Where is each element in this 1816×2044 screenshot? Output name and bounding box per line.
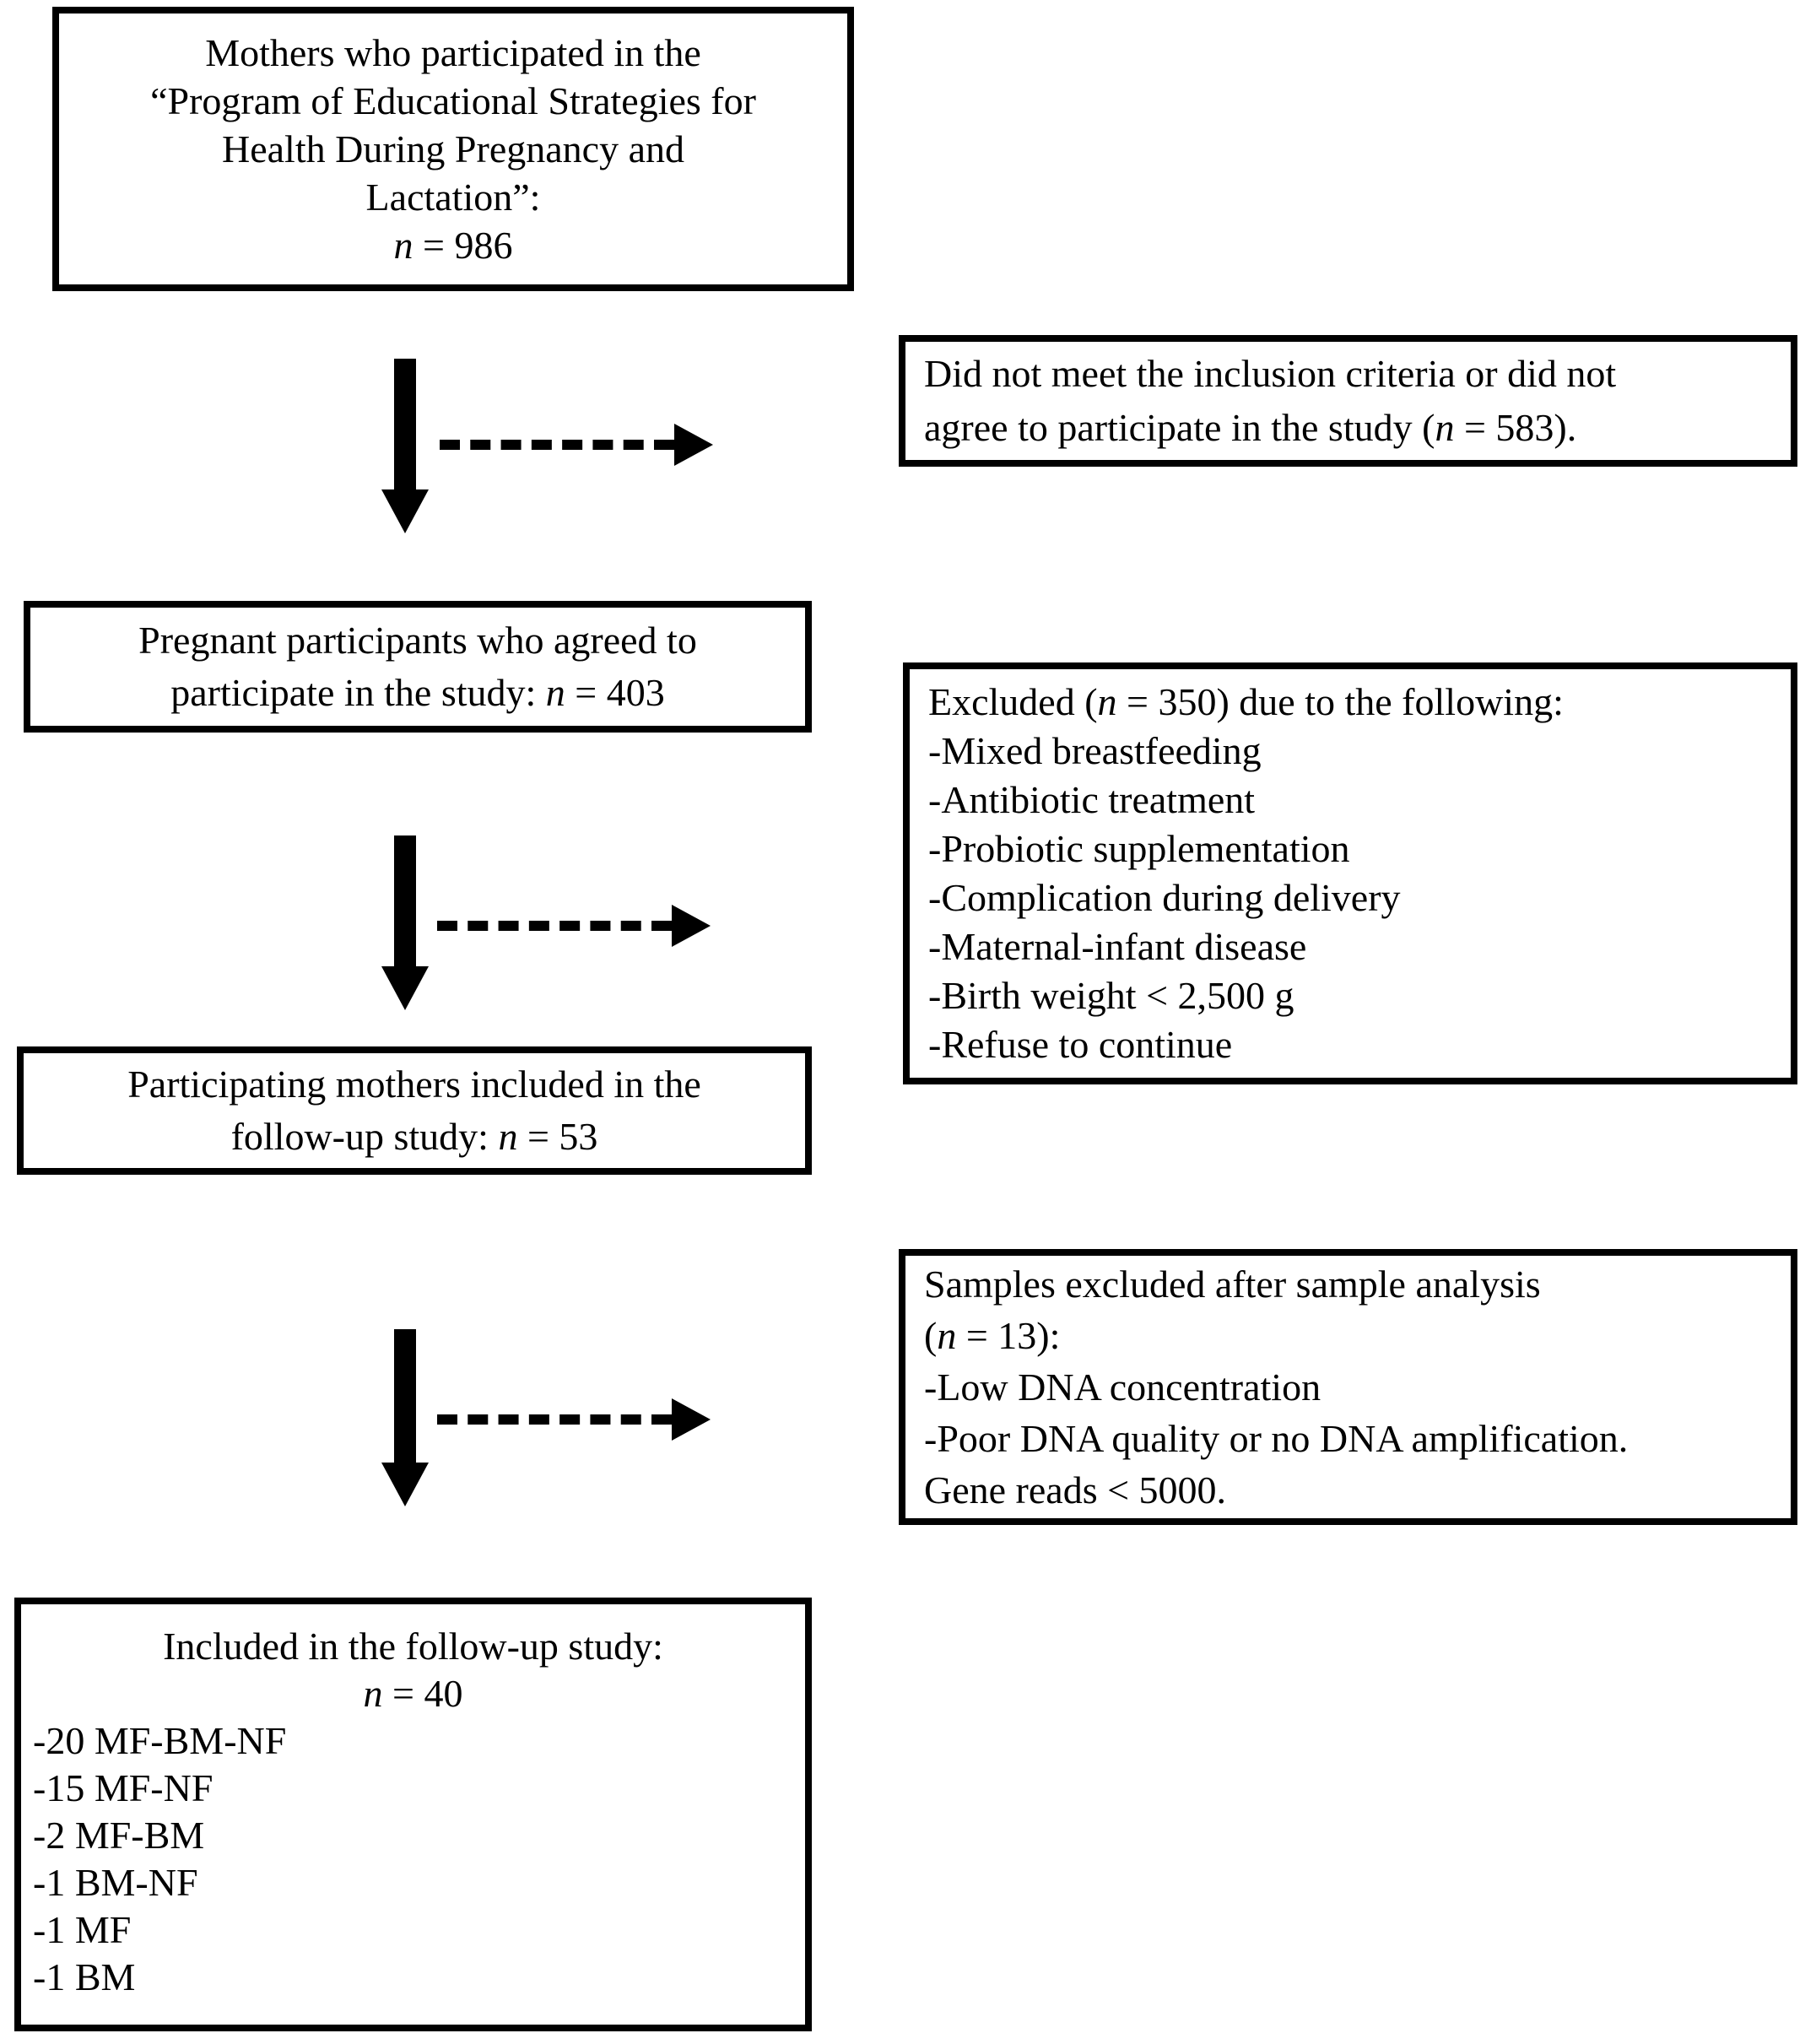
group-item: -15 MF-NF: [33, 1766, 213, 1809]
text-segment: agree to participate in the study (: [924, 406, 1435, 449]
n-count-line: agree to participate in the study (n = 5…: [924, 401, 1782, 455]
text-line: Did not meet the inclusion criteria or d…: [924, 352, 1617, 395]
down-arrow-1-shaft: [394, 359, 416, 491]
n-symbol: n: [1435, 406, 1455, 449]
dashed-arrow-1-line: [440, 440, 674, 450]
exclusion-item: -Low DNA concentration: [924, 1365, 1321, 1409]
text-segment: (: [924, 1314, 938, 1357]
n-count-line: (n = 13):: [924, 1310, 1782, 1361]
text-line: “Program of Educational Strategies for: [150, 79, 756, 122]
exclusion-item: -Probiotic supplementation: [928, 827, 1350, 870]
text-segment: Excluded (: [928, 680, 1098, 723]
text-line: Included in the follow-up study:: [163, 1625, 663, 1668]
n-symbol: n: [363, 1672, 383, 1715]
exclusion-item: Gene reads < 5000.: [924, 1468, 1227, 1511]
dashed-arrow-1-head: [674, 424, 713, 466]
exclusion-item: -Mixed breastfeeding: [928, 729, 1262, 772]
exclusion-item: -Maternal-infant disease: [928, 925, 1307, 968]
n-value: = 350) due to the following:: [1116, 680, 1564, 723]
text-segment: follow-up study:: [230, 1115, 499, 1158]
dashed-arrow-2-line: [437, 921, 672, 931]
exclusion-box-samples: Samples excluded after sample analysis (…: [899, 1249, 1797, 1525]
exclusion-item: -Complication during delivery: [928, 876, 1401, 919]
group-item: -20 MF-BM-NF: [33, 1719, 287, 1762]
n-count-line: n = 986: [59, 221, 847, 269]
down-arrow-2-head: [381, 966, 429, 1010]
exclusion-item: -Antibiotic treatment: [928, 778, 1256, 821]
flow-box-final-included: Included in the follow-up study: n = 40 …: [14, 1598, 812, 2031]
exclusion-box-excluded-350: Excluded (n = 350) due to the following:…: [903, 662, 1797, 1084]
dashed-arrow-3-head: [672, 1398, 711, 1441]
exclusion-item: -Refuse to continue: [928, 1023, 1233, 1066]
down-arrow-3-head: [381, 1463, 429, 1506]
n-value: = 986: [413, 224, 513, 267]
text-line: Health During Pregnancy and: [221, 127, 684, 170]
dashed-arrow-3-line: [437, 1414, 672, 1425]
dashed-arrow-2-head: [672, 905, 711, 947]
n-value: = 40: [382, 1672, 463, 1715]
down-arrow-2-shaft: [394, 835, 416, 968]
text-line: Mothers who participated in the: [205, 31, 701, 74]
n-symbol: n: [937, 1314, 957, 1357]
exclusion-title: Excluded (n = 350) due to the following:: [928, 678, 1782, 727]
n-value: = 583).: [1454, 406, 1577, 449]
n-count-line: follow-up study: n = 53: [24, 1111, 805, 1163]
n-count-line: participate in the study: n = 403: [30, 667, 805, 719]
group-item: -2 MF-BM: [33, 1814, 205, 1857]
n-count-line: n = 40: [21, 1670, 805, 1717]
group-item: -1 MF: [33, 1908, 132, 1951]
down-arrow-1-head: [381, 489, 429, 533]
text-line: Lactation”:: [365, 176, 541, 219]
exclusion-box-did-not-meet: Did not meet the inclusion criteria or d…: [899, 335, 1797, 467]
text-segment: participate in the study:: [170, 671, 546, 714]
n-value: = 403: [565, 671, 665, 714]
n-symbol: n: [545, 671, 565, 714]
n-value: = 13):: [956, 1314, 1061, 1357]
exclusion-item: -Birth weight < 2,500 g: [928, 974, 1294, 1017]
group-item: -1 BM-NF: [33, 1861, 198, 1904]
group-item: -1 BM: [33, 1955, 136, 1998]
n-symbol: n: [498, 1115, 518, 1158]
n-value: = 53: [517, 1115, 598, 1158]
n-symbol: n: [1097, 680, 1117, 723]
text-line: Pregnant participants who agreed to: [138, 619, 697, 662]
flow-box-program-population: Mothers who participated in the “Program…: [52, 7, 854, 291]
down-arrow-3-shaft: [394, 1329, 416, 1464]
text-line: Samples excluded after sample analysis: [924, 1263, 1541, 1306]
flow-box-followup-53: Participating mothers included in the fo…: [17, 1046, 812, 1175]
n-symbol: n: [393, 224, 413, 267]
text-line: Participating mothers included in the: [127, 1063, 701, 1106]
exclusion-item: -Poor DNA quality or no DNA amplificatio…: [924, 1417, 1629, 1460]
flow-box-agreed: Pregnant participants who agreed to part…: [24, 601, 812, 733]
